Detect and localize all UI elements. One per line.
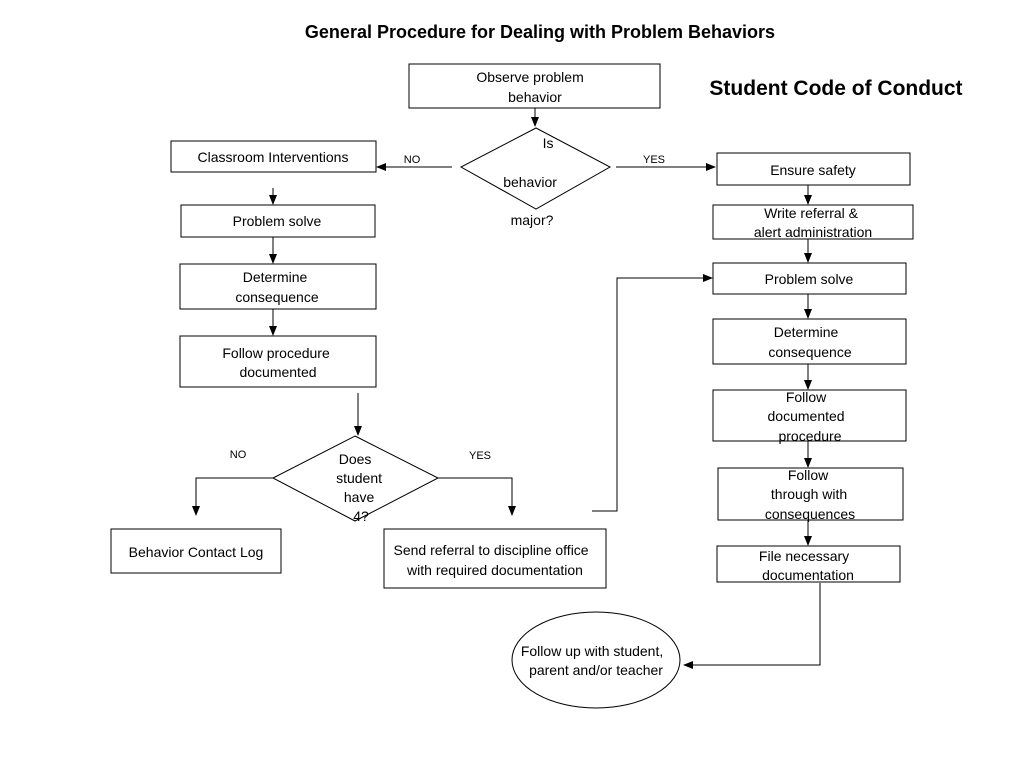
node-behavior-contact-log: Behavior Contact Log	[110, 528, 282, 574]
node-right-follow-line-1: Follow	[786, 389, 827, 405]
decision-four-line-3: have	[344, 489, 375, 505]
node-left-determine-line-1: Determine	[243, 269, 308, 285]
edge-label-four-no: NO	[230, 449, 247, 461]
arrow-file-to-follow-up	[683, 583, 821, 669]
decision-four: Does student have 4?	[271, 435, 440, 524]
section-heading: Student Code of Conduct	[709, 77, 962, 100]
node-left-determine-line-2: consequence	[235, 289, 319, 305]
node-right-follow-line-2: documented	[768, 408, 845, 424]
decision-major-line-2: behavior	[503, 174, 557, 190]
node-follow-through: Follow through with consequences	[717, 467, 904, 522]
node-contact-log-label: Behavior Contact Log	[129, 544, 264, 560]
node-ensure-safety-label: Ensure safety	[770, 162, 856, 178]
node-left-follow-line-1: Follow procedure	[222, 345, 330, 361]
svg-text:Follow through with: Follow through with consequences	[765, 467, 855, 522]
node-ensure-safety: Ensure safety	[716, 152, 911, 186]
connectors	[192, 108, 821, 669]
node-file-docs-line-2: documentation	[762, 567, 854, 583]
node-observe-line-2: behavior	[508, 89, 562, 105]
node-write-referral-line-1: Write referral &	[764, 205, 859, 221]
node-file-docs-line-1: File necessary	[759, 548, 849, 564]
node-follow-up-line-1: Follow up with student,	[521, 643, 663, 659]
decision-four-line-2: student	[336, 470, 382, 486]
svg-text:File necessary documenta: File necessary documentation	[759, 548, 854, 583]
node-left-determine: Determine consequence	[179, 263, 377, 310]
svg-text:Observe problem behavior: Observe problem behavior	[476, 69, 587, 105]
node-follow-up: Follow up with student, parent and/or te…	[511, 611, 681, 709]
node-follow-through-line-1: Follow	[788, 467, 829, 483]
node-observe: Observe problem behavior	[408, 63, 661, 109]
svg-text:Send referral to discipline of: Send referral to discipline office with …	[394, 542, 593, 578]
node-right-problem-solve-label: Problem solve	[765, 271, 854, 287]
svg-text:Follow up with student,: Follow up with student, parent and/or te…	[521, 643, 667, 678]
decision-major-line-1: Is	[543, 135, 554, 151]
node-left-problem-solve: Problem solve	[180, 204, 376, 238]
node-right-determine-line-1: Determine	[774, 324, 839, 340]
decision-four-line-1: Does	[339, 451, 372, 467]
svg-text:Determine consequence: Determine consequence	[235, 269, 319, 305]
edge-label-major-yes: YES	[643, 154, 665, 166]
decision-four-line-4: 4?	[353, 508, 369, 524]
node-left-follow-procedure: Follow procedure documented	[179, 335, 377, 388]
node-observe-line-1: Observe problem	[476, 69, 583, 85]
decision-major-line-3: major?	[511, 212, 554, 228]
arrow-four-no	[192, 477, 273, 516]
node-right-follow-procedure: Follow documented procedure	[712, 389, 907, 444]
arrow-referral-to-problem-solve	[592, 274, 713, 512]
svg-text:Write referral & alert a: Write referral & alert administration	[754, 205, 872, 240]
node-classroom-interventions: Classroom Interventions	[170, 140, 377, 173]
node-follow-up-line-2: parent and/or teacher	[529, 662, 663, 678]
node-write-referral-line-2: alert administration	[754, 224, 872, 240]
decision-major: Is behavior major?	[459, 127, 612, 228]
node-classroom-label: Classroom Interventions	[198, 149, 349, 165]
node-follow-through-line-3: consequences	[765, 506, 855, 522]
node-send-referral: Send referral to discipline office with …	[383, 528, 607, 589]
edge-label-major-no: NO	[404, 154, 421, 166]
node-send-referral-line-1: Send referral to discipline office	[394, 542, 589, 558]
svg-text:Does student have: Does student have 4?	[336, 451, 386, 524]
node-right-problem-solve: Problem solve	[712, 262, 907, 295]
svg-text:Determine consequence: Determine consequence	[768, 324, 852, 360]
node-left-problem-solve-label: Problem solve	[233, 213, 322, 229]
node-follow-through-line-2: through with	[771, 486, 847, 502]
node-right-determine: Determine consequence	[712, 318, 907, 365]
svg-text:Follow documented: Follow documented procedure	[768, 389, 849, 444]
svg-text:Is behavior major?: Is behavior major?	[503, 135, 561, 228]
node-left-follow-line-2: documented	[239, 364, 316, 380]
node-write-referral: Write referral & alert administration	[712, 204, 914, 240]
arrow-four-yes	[438, 477, 516, 516]
node-right-follow-line-3: procedure	[778, 428, 841, 444]
node-right-determine-line-2: consequence	[768, 344, 852, 360]
svg-text:Follow procedure documen: Follow procedure documented	[222, 345, 333, 380]
node-file-documentation: File necessary documentation	[716, 545, 901, 583]
page-title: General Procedure for Dealing with Probl…	[305, 22, 775, 42]
node-send-referral-line-2: with required documentation	[406, 562, 583, 578]
edge-label-four-yes: YES	[469, 450, 491, 462]
